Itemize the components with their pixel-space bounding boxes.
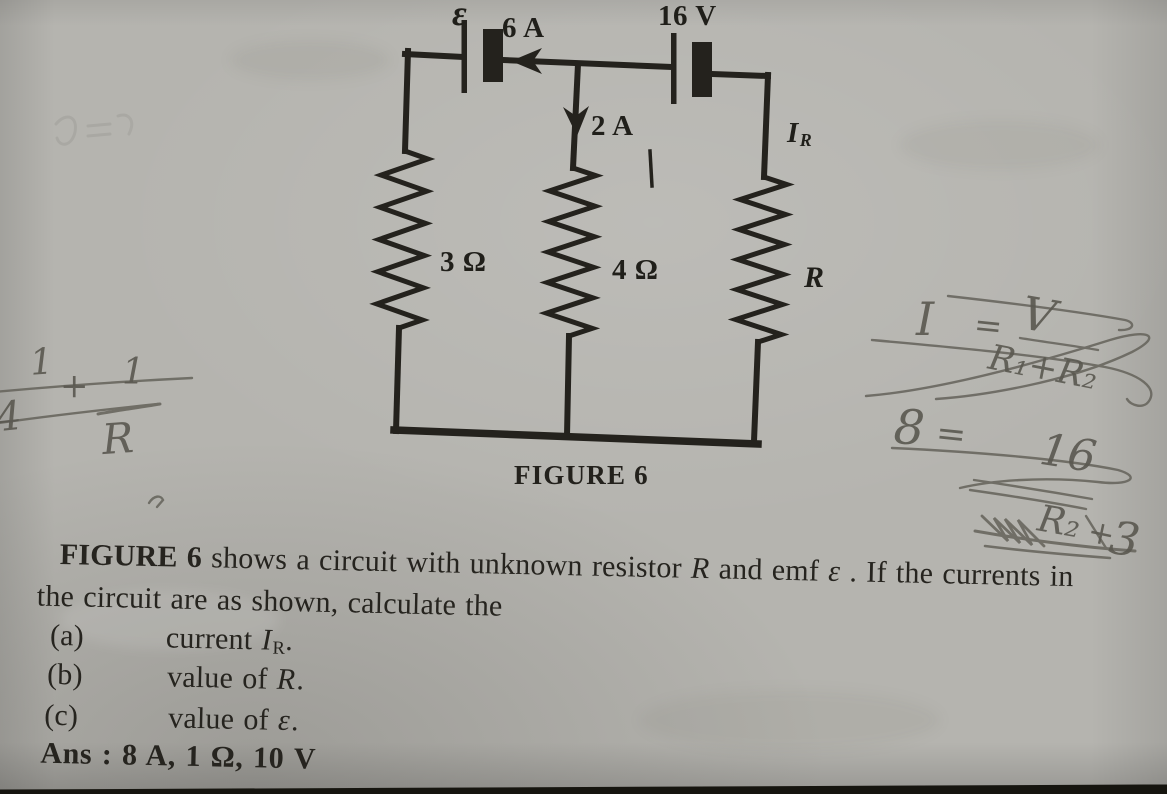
scribble-stroke xyxy=(983,544,1112,560)
fraction-bar-stroke xyxy=(96,402,162,416)
wire-right-vertical-upper xyxy=(760,71,772,181)
underline-stroke xyxy=(972,478,1094,501)
problem-line-2: the circuit are as shown, calculate the xyxy=(36,579,503,623)
hw-eq2-sign: = xyxy=(933,412,969,457)
wire-bottom xyxy=(390,426,762,448)
right-resistor-label: R xyxy=(804,261,825,294)
right-current-symbol: I xyxy=(787,117,799,149)
middle-resistor-label: 4 Ω xyxy=(612,254,659,286)
top-current-label: 6 A xyxy=(502,12,545,44)
wire-top-right xyxy=(708,70,772,80)
right-battery-voltage-label: 16 V xyxy=(658,0,717,32)
emf-label: ε xyxy=(452,0,468,33)
hw-fraction-plus: + xyxy=(60,366,89,406)
item-a-pre: current xyxy=(165,621,262,657)
battery16-short-plate xyxy=(692,42,712,97)
symbol-epsilon: ε xyxy=(827,554,841,589)
pencil-strokes xyxy=(0,294,1153,560)
underline-stroke xyxy=(968,488,1088,511)
hw-fraction-num2: 1 xyxy=(122,352,145,393)
figure-ref: FIGURE 6 xyxy=(59,538,203,575)
item-c-post: . xyxy=(290,704,300,738)
hw-fraction-num1: 1 xyxy=(28,341,55,384)
item-b-symbol: R xyxy=(276,662,296,697)
bleed-ghost-strokes xyxy=(54,113,134,146)
line1-text: and emf xyxy=(709,552,829,588)
symbol-R: R xyxy=(690,551,710,586)
hw-eq1-lhs: I xyxy=(916,292,935,346)
bleed-smudge xyxy=(900,120,1100,170)
bleed-smudge xyxy=(230,40,390,80)
scribble-stroke xyxy=(973,529,1137,553)
strike-stroke xyxy=(946,294,1134,332)
hw-eq2-numerator: 16 xyxy=(1036,423,1100,484)
bleed-smudge xyxy=(640,690,940,750)
right-current-label: IR xyxy=(787,117,812,150)
wire-top-left xyxy=(401,50,467,61)
emf-battery-short-plate xyxy=(483,29,503,82)
line1-text: shows a circuit with unknown resistor xyxy=(201,541,692,585)
figure-caption: FIGURE 6 xyxy=(514,460,649,490)
fraction-bar-stroke xyxy=(0,376,194,393)
hw-scribble-r2: R₂ xyxy=(1034,496,1085,547)
tick-mark-printed xyxy=(648,149,654,188)
item-b-pre: value of xyxy=(166,660,278,696)
resistor-zigzags xyxy=(369,148,795,345)
strike-stroke xyxy=(870,338,1153,407)
battery16-long-plate xyxy=(671,33,677,104)
middle-current-label: 2 A xyxy=(591,110,634,142)
circuit-diagram xyxy=(369,20,795,448)
strike-stroke xyxy=(1018,336,1100,352)
item-a-label: (a) xyxy=(49,618,85,653)
current-arrow-left xyxy=(511,48,542,74)
right-current-subscript: R xyxy=(799,129,813,150)
resistor-left-zigzag xyxy=(369,148,436,331)
item-c-label: (c) xyxy=(43,698,79,733)
scribble-stroke xyxy=(1084,514,1108,550)
line1-text: . If the currents in xyxy=(839,555,1074,594)
wire-left-vertical-upper xyxy=(401,47,412,155)
item-c-symbol: ε xyxy=(277,703,291,738)
wire-left-vertical-lower xyxy=(392,324,403,435)
emf-battery-long-plate xyxy=(461,20,467,93)
item-a-text: current IR. xyxy=(166,621,294,658)
item-c-text: value of ε. xyxy=(168,701,299,738)
hw-fraction-den2: R xyxy=(100,412,136,465)
item-c-pre: value of xyxy=(167,701,279,737)
item-b-text: value of R. xyxy=(167,660,305,697)
item-b-post: . xyxy=(296,663,305,697)
current-arrow-down xyxy=(563,106,589,136)
item-b-label: (b) xyxy=(46,657,84,692)
tick-mark-stroke xyxy=(147,495,165,509)
hw-eq2-lhs: 8 xyxy=(892,399,927,457)
item-a-subscript: R xyxy=(272,637,286,659)
left-resistor-label: 3 Ω xyxy=(440,246,487,278)
strike-stroke xyxy=(890,446,1132,490)
item-a-symbol: I xyxy=(261,623,273,657)
wire-right-vertical-lower xyxy=(750,338,762,445)
resistor-middle-zigzag xyxy=(538,165,604,339)
item-a-post: . xyxy=(284,623,294,658)
strike-stroke xyxy=(864,333,1151,401)
bleed-smudge xyxy=(60,590,280,650)
answer-line: Ans : 8 A, 1 Ω, 10 V xyxy=(40,736,317,776)
wire-middle-lower xyxy=(563,332,573,440)
resistor-right-zigzag xyxy=(727,174,795,345)
